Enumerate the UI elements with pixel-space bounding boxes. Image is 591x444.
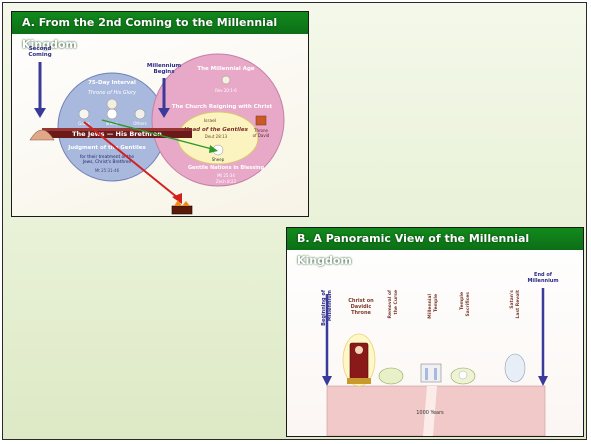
christ-throne-line-2: Davidic (351, 304, 372, 310)
sheep-to-kingdom-arrowhead (209, 145, 218, 153)
goats-to-judgment-arrow (83, 121, 179, 199)
millennium-begins-line-2: Begins (154, 69, 176, 75)
temple-sacrifices-label: TempleSacrifices (459, 292, 471, 317)
head-of-gentiles-label: Head of the Gentiles (184, 127, 248, 133)
satan-revolt-label: Satan'sLast Revolt (509, 289, 521, 318)
sheep-to-kingdom-arrow (101, 119, 213, 150)
fire-icon (171, 205, 193, 215)
church-reigning-label: The Church Reigning with Christ (172, 104, 273, 110)
panel-second-coming-to-millennium: A. From the 2nd Coming to the Millennial… (11, 11, 309, 217)
millennial-temple-line-1: Millennial (427, 294, 433, 319)
jews-band-highlight (42, 128, 192, 131)
gentile-nations-label: Gentile Nations in Blessing (188, 165, 265, 171)
millennial-ref: Rev 20:1-6 (215, 88, 237, 93)
judgment-sub-line-1: for their treatment of the (80, 154, 134, 160)
israel-label: Israel (204, 118, 216, 124)
temple-pillar-icon (425, 368, 428, 380)
end-arrowhead (538, 376, 548, 386)
judgment-label: Judgment of the Gentiles (67, 145, 146, 151)
others-icon (134, 108, 146, 120)
jews-band (42, 128, 192, 138)
temple-pillar-icon-2 (434, 368, 437, 380)
removal-curse-line-2: the Curse (393, 290, 399, 314)
second-coming-arrowhead (34, 108, 46, 118)
beginning-label: Beginning ofMillennium (321, 289, 333, 326)
throne-base-icon (347, 378, 371, 384)
millennium-begins-arrowhead (158, 108, 170, 118)
end-line-1: End of (534, 272, 553, 278)
goats-to-judgment-arrowhead (172, 193, 182, 204)
christ-throne-line-1: Christ on (348, 298, 374, 304)
panel-a-title: A. From the 2nd Coming to the Millennial… (12, 12, 308, 51)
judgment-ref: Mt 25:31-46 (95, 168, 120, 173)
slide: A. From the 2nd Coming to the Millennial… (2, 2, 587, 440)
throne-of-david-line-1: Throne (253, 128, 269, 133)
fire-flames-icon (174, 200, 190, 206)
panel-b-diagram: 1000 Years Beginning ofMillennium End of… (321, 272, 559, 436)
goat-icon (78, 108, 90, 120)
second-coming-line-1: Second (29, 46, 52, 52)
gentile-ref-1: Mt 25:34 (217, 173, 235, 178)
panel-b-title: B. A Panoramic View of the Millennial Ki… (287, 228, 583, 267)
throne-of-david-line-2: of David (253, 133, 270, 138)
millennium-begins-line-1: Millennium (147, 63, 181, 69)
beginning-arrowhead (322, 376, 332, 386)
panel-panoramic-millennial-kingdom: B. A Panoramic View of the Millennial Ki… (286, 227, 584, 437)
jerusalem-dome-icon (29, 129, 55, 141)
millennial-throne-icon (221, 75, 231, 85)
throne-of-david-icon (255, 115, 267, 126)
millennial-temple-line-2: Temple (433, 294, 439, 312)
temple-icon (420, 363, 442, 383)
removal-curse-label: Removal ofthe Curse (387, 290, 399, 318)
interval-label: 75-Day Interval (88, 80, 136, 86)
christ-throne-line-3: Throne (351, 310, 371, 316)
millennial-age-label: The Millennial Age (197, 66, 255, 72)
gentile-ref-2: Zech 8:23 (216, 179, 237, 184)
end-line-2: Millennium (527, 278, 558, 284)
satan-revolt-line-1: Satan's (509, 290, 515, 309)
second-coming-line-2: Coming (28, 52, 51, 58)
satan-revolt-icon (504, 353, 526, 383)
judgment-sub-line-2: Jews, Christ's Brethren (82, 159, 132, 165)
beginning-line-2: Millennium (327, 290, 333, 321)
temple-sacrifices-line-1: Temple (459, 292, 465, 310)
sheep-left-label: Sheep (106, 121, 119, 126)
thousand-years-label: 1000 Years (416, 410, 444, 416)
throne-of-glory-label: Throne of His Glory (88, 90, 137, 96)
removal-curse-icon (378, 367, 404, 385)
sheep-icon-left (106, 108, 118, 120)
satan-revolt-line-2: Last Revolt (515, 289, 521, 318)
others-label: Others (133, 121, 146, 126)
removal-curse-line-1: Removal of (387, 290, 393, 318)
millennial-temple-label: MillennialTemple (427, 294, 439, 319)
timeline-road (423, 386, 437, 436)
christ-figure-icon (355, 346, 363, 354)
sheep-right-label: Sheep (212, 157, 225, 162)
sheep-sacrifice-icon (458, 370, 468, 380)
head-ref: Deut 28:13 (205, 134, 228, 139)
throne-icon (106, 98, 118, 110)
goats-label: Goats (78, 121, 90, 126)
beginning-line-1: Beginning of (321, 289, 327, 326)
temple-sacrifices-line-2: Sacrifices (465, 292, 471, 317)
jews-label: The Jews — His Brethren (72, 130, 162, 138)
